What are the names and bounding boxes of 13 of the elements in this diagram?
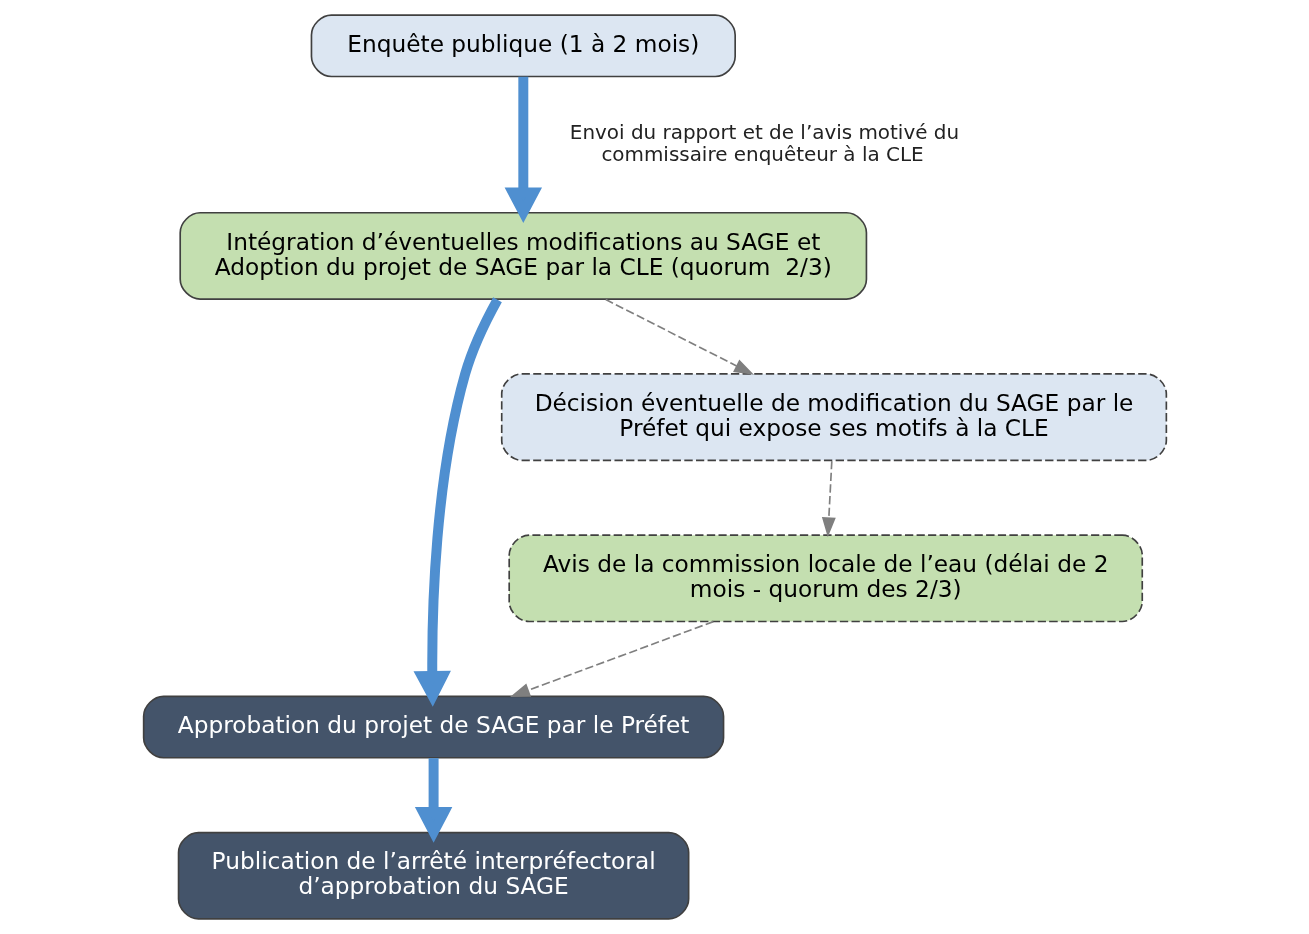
edge-label: Envoi du rapport et de l’avis motivé du commissaire enquêteur à la CLE — [569, 121, 959, 166]
node-box: Intégration d’éventuelles modifications au SAGE et Adoption du projet de SAGE par la CLE (quorum 2/3) — [178, 211, 867, 300]
node-box: Approbation du projet de SAGE par le Préfet — [142, 695, 724, 759]
node-box: Décision éventuelle de modification du SAGE par le Préfet qui expose ses motifs à la CLE — [500, 373, 1167, 462]
node-box: Publication de l’arrêté interpréfectoral d’approbation du SAGE — [177, 831, 689, 920]
arrow — [504, 76, 542, 224]
node-box: Enquête publique (1 à 2 mois) — [310, 14, 736, 78]
arrow — [604, 298, 754, 375]
arrow — [821, 460, 836, 538]
arrow — [414, 758, 452, 843]
arrow — [413, 297, 502, 707]
arrow — [509, 620, 714, 698]
node-box: Avis de la commission locale de l’eau (délai de 2 mois - quorum des 2/3) — [507, 534, 1143, 623]
